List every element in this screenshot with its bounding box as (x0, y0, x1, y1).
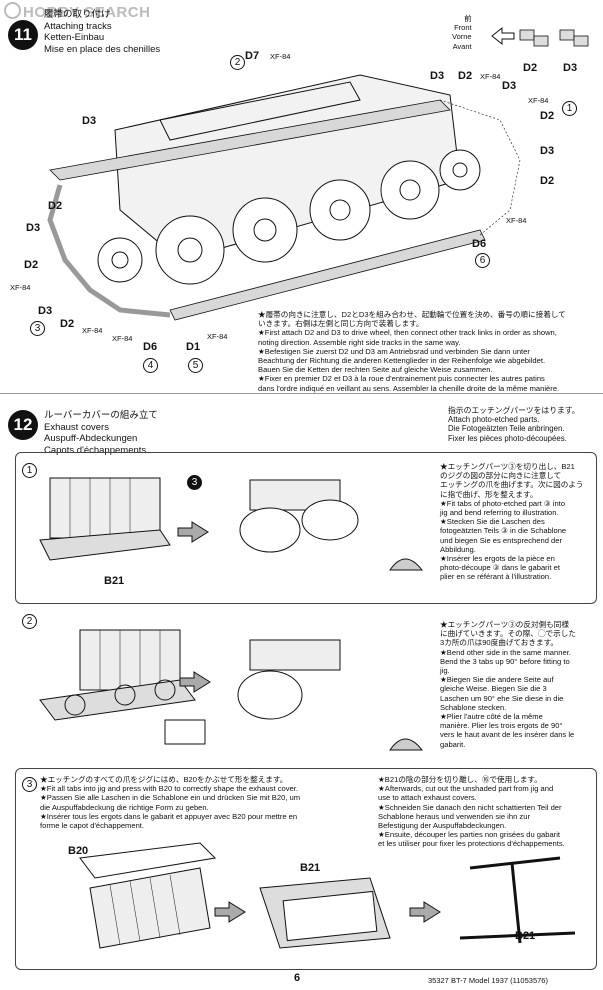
label-d2-f: D2 (60, 318, 75, 330)
label-b21-3a: B21 (300, 862, 321, 874)
front-legend: 前 Front Vorne Avant (452, 14, 472, 51)
step-divider (0, 393, 603, 394)
label-d2-a: D2 (458, 70, 473, 82)
label-b20: B20 (68, 845, 89, 857)
sub-step-3-number: 3 (22, 774, 37, 792)
circ-4: 4 (143, 355, 158, 373)
step-11-number: 11 (8, 20, 38, 50)
page-number: 6 (294, 972, 301, 984)
label-d7: D7 (245, 50, 260, 62)
label-xf84-h: XF-84 (207, 332, 228, 341)
sub-step-3-illustration (79, 842, 576, 949)
circ-3: 3 (30, 318, 45, 336)
step-12-number: 12 (8, 410, 38, 440)
attach-note: 指示のエッチングパーツをはります。 Attach photo-etched pa… (448, 406, 580, 443)
label-d1: D1 (186, 341, 201, 353)
legend-part-d3: D3 (563, 62, 578, 74)
step-11-title: 履帯の取り付け Attaching tracks Ketten-Einbau M… (44, 9, 161, 55)
label-xf84-c: XF-84 (528, 96, 549, 105)
label-xf84-f: XF-84 (82, 326, 103, 335)
label-b21-3b: B21 (515, 930, 536, 942)
sub-step-3-box (15, 768, 597, 970)
step-12-title: ルーバーカバーの組み立て Exhaust covers Auspuff-Abde… (44, 410, 158, 456)
label-xf84-b: XF-84 (480, 72, 501, 81)
label-d3-b: D3 (430, 70, 445, 82)
label-d3-c: D3 (502, 80, 517, 92)
label-xf84-e: XF-84 (10, 283, 31, 292)
label-b21-1: B21 (104, 575, 125, 587)
tank-track-illustration (47, 74, 521, 321)
label-d3-f: D3 (38, 305, 53, 317)
label-d2-c: D2 (540, 175, 555, 187)
circ-2: 2 (230, 52, 245, 70)
sub-step-3-notes-left: ★エッチングのすべての爪をジグにはめ、B20をかぶせて形を整えます。 ★Fit … (40, 775, 301, 831)
label-xf84-d: XF-84 (506, 216, 527, 225)
part-3-callout: 3 (187, 472, 202, 490)
label-d3-a: D3 (82, 115, 97, 127)
circ-5: 5 (188, 355, 203, 373)
label-d6-a: D6 (472, 238, 487, 250)
legend-part-d2: D2 (523, 62, 538, 74)
label-d3-d: D3 (540, 145, 555, 157)
label-d3-e: D3 (26, 222, 41, 234)
label-xf84-g: XF-84 (112, 334, 133, 343)
sub-step-1-notes: ★エッチングパーツ③を切り出し、B21 のジグの図の部分に向きに注意して エッチ… (440, 462, 584, 582)
front-arrow-legend-icon (491, 26, 589, 47)
label-d2-e: D2 (24, 259, 39, 271)
label-d2-b: D2 (540, 110, 555, 122)
circ-6: 6 (475, 250, 490, 268)
label-d2-d: D2 (48, 200, 63, 212)
label-d6-b: D6 (143, 341, 158, 353)
product-code: 35327 BT-7 Model 1937 (11053576) (428, 976, 548, 985)
sub-step-3-notes-right: ★B21の陰の部分を切り離し、⑯で使用します。 ★Afterwards, cut… (378, 775, 565, 849)
circ-1: 1 (562, 98, 577, 116)
sub-step-1-number: 1 (22, 460, 37, 478)
sub-step-1-illustration (39, 477, 424, 571)
sub-step-2-notes: ★エッチングパーツ③の反対側も同様 に曲げていきます。その際、◯で示した 3カ所… (440, 620, 576, 749)
watermark: HOBBY SEARCH (4, 2, 150, 21)
step-11-notes: ★履帯の向きに注意し、D2とD3を組み合わせ、起動輪で位置を決め、番号の順に接着… (258, 310, 566, 393)
sub-step-2-number: 2 (22, 611, 37, 629)
sub-step-1-box (15, 452, 597, 604)
sub-step-2-illustration (39, 629, 424, 751)
label-xf84-a: XF-84 (270, 52, 291, 61)
